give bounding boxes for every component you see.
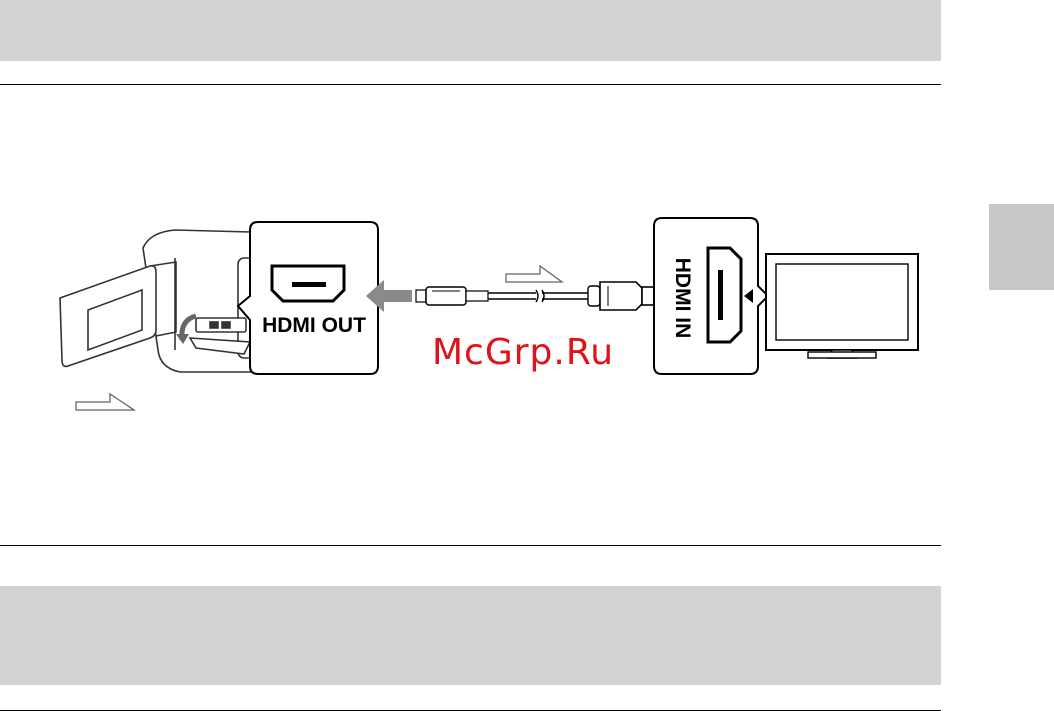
hdmi-cable xyxy=(416,282,668,310)
hdmi-out-label: HDMI OUT xyxy=(262,314,366,337)
watermark-text: McGrp.Ru xyxy=(432,333,614,373)
bottom-band xyxy=(0,586,941,685)
hdmi-in-label: HDMI IN xyxy=(671,258,694,339)
direction-arrow-upper xyxy=(506,266,562,282)
direction-arrow-lower xyxy=(76,394,134,410)
hdmi-in-callout: HDMI IN xyxy=(654,218,768,374)
tv-illustration xyxy=(766,254,918,358)
camcorder-illustration xyxy=(60,230,256,372)
middle-rule xyxy=(0,545,941,546)
hdmi-out-callout: HDMI OUT xyxy=(238,222,378,374)
